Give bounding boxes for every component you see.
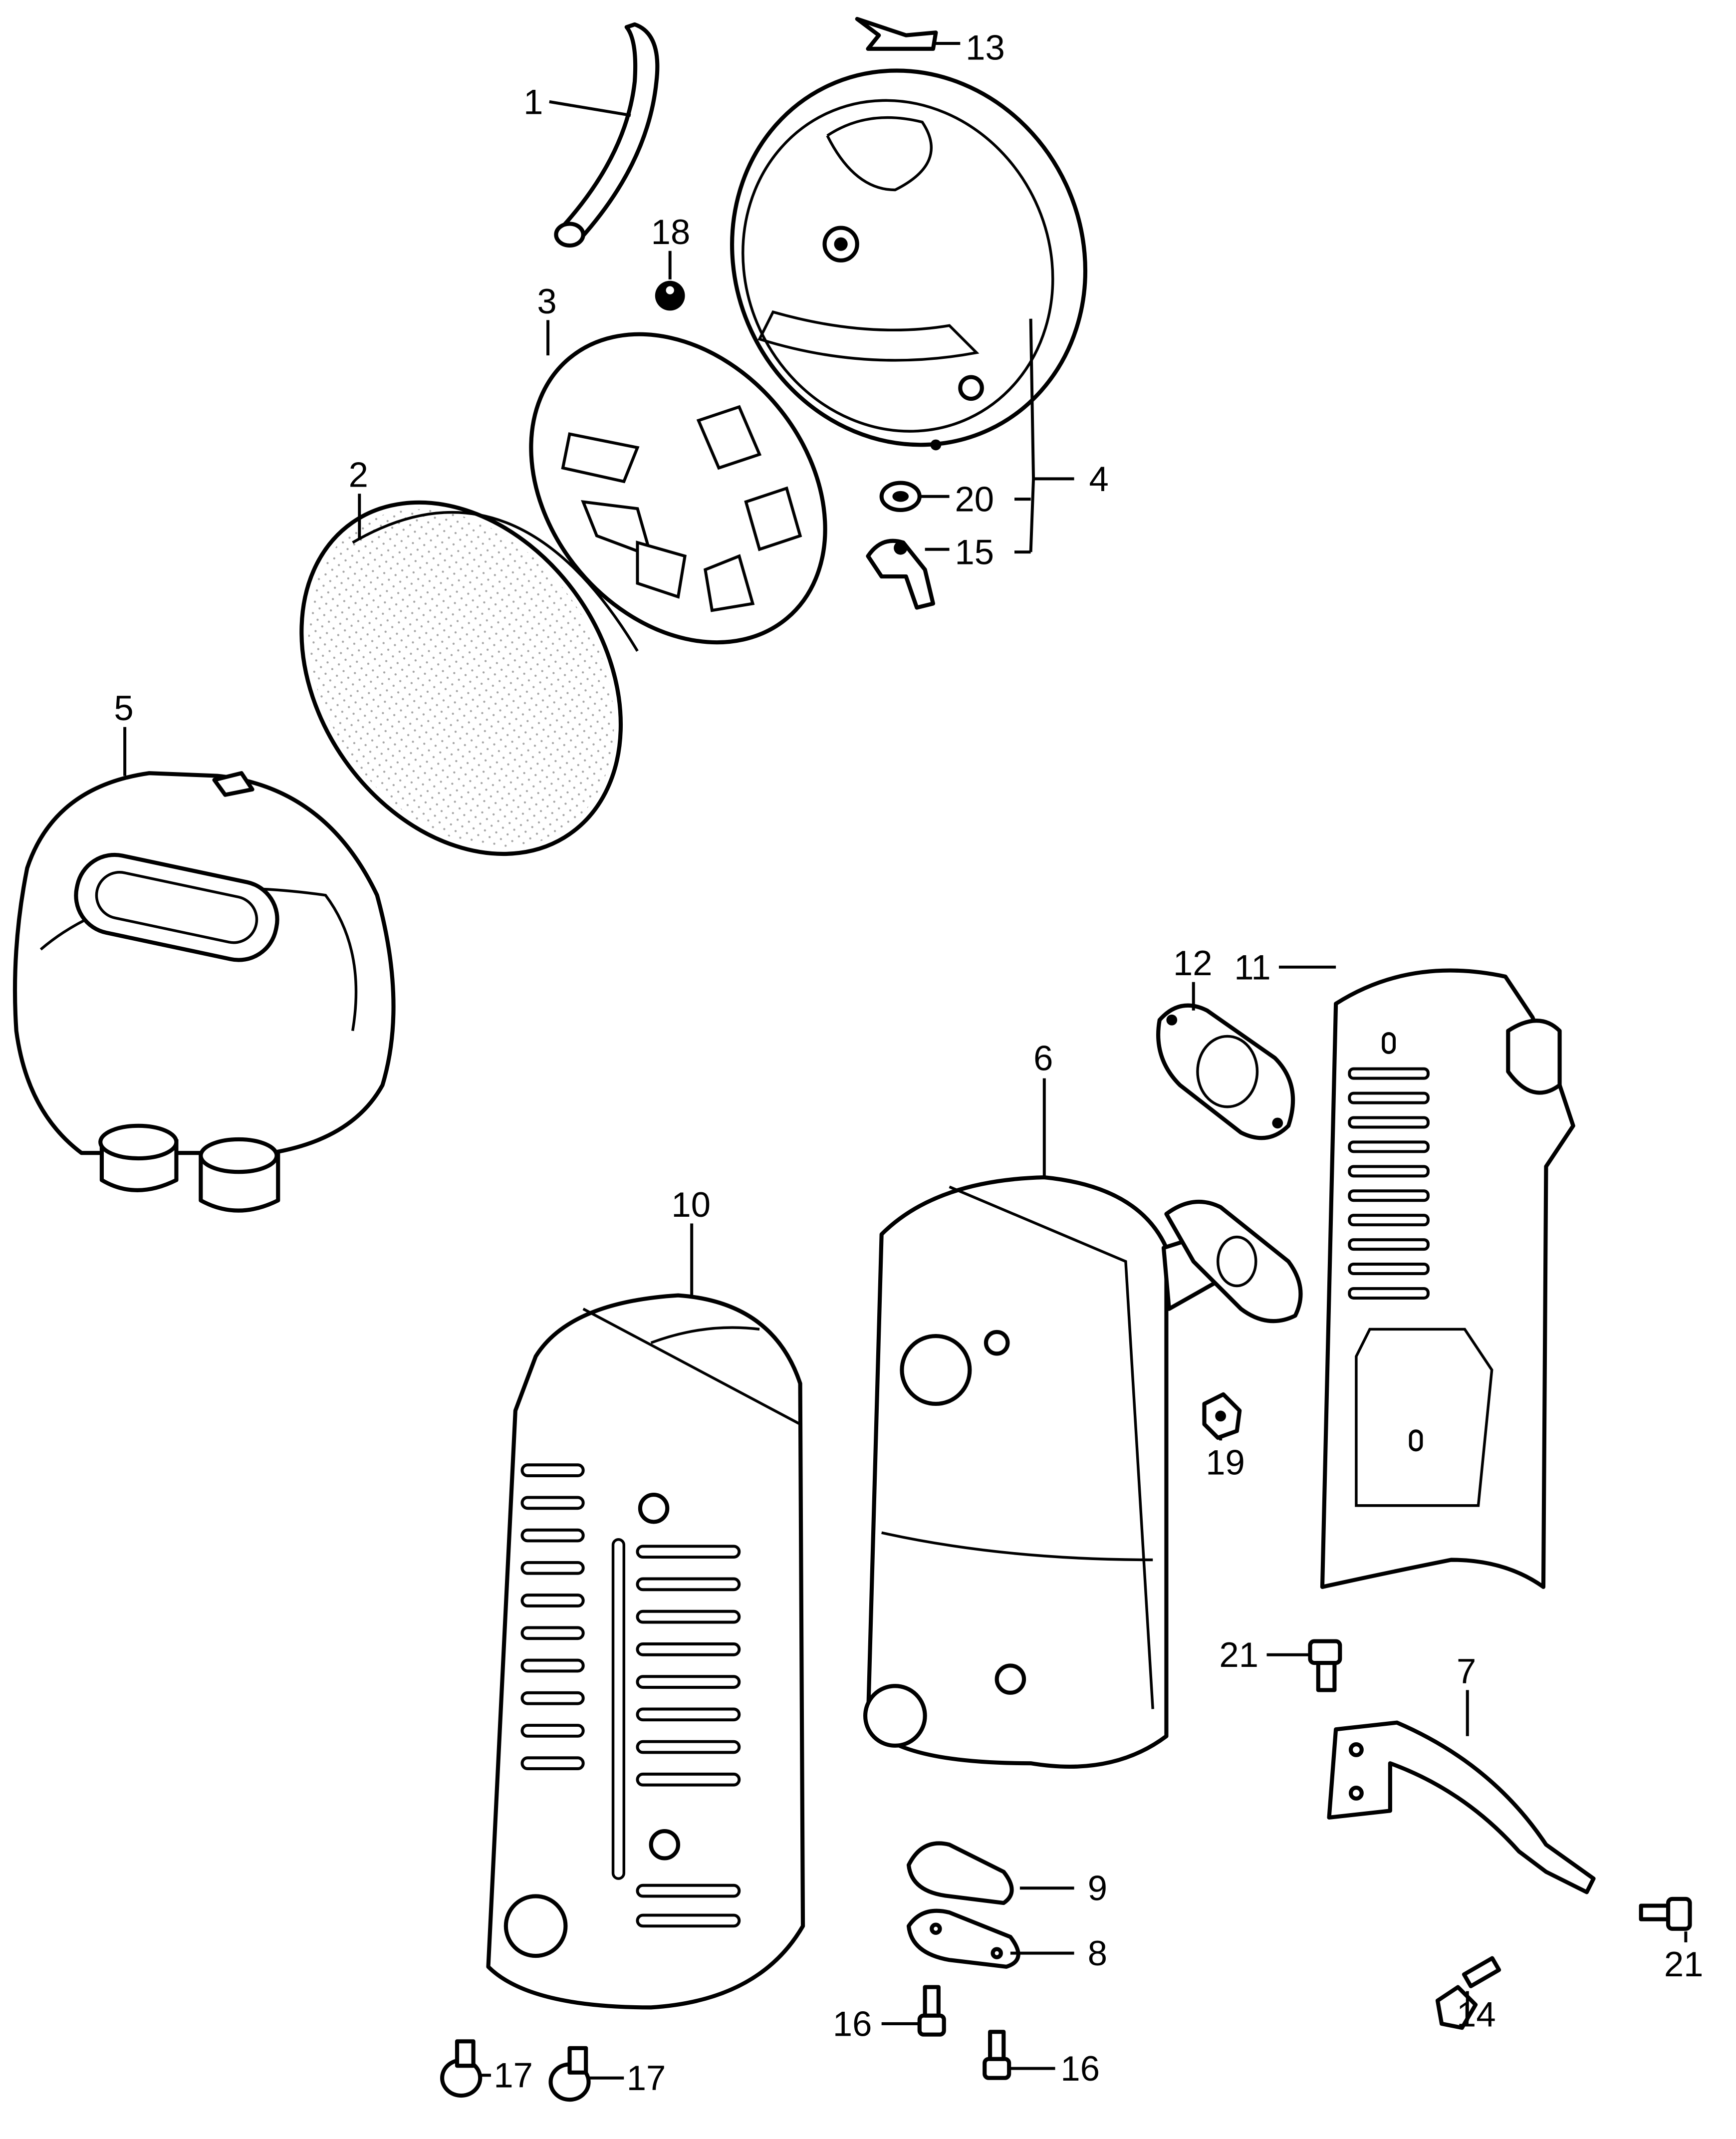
bolt-17-left <box>440 2039 483 2098</box>
bolt-21-lower <box>1639 1896 1692 1931</box>
bolt-21-upper <box>1308 1639 1342 1692</box>
callout-17-right: 17 <box>627 2058 666 2098</box>
part-18-grommet <box>655 280 685 311</box>
callout-16-right: 16 <box>1060 2049 1100 2088</box>
callout-6: 6 <box>1033 1038 1053 1077</box>
callout-1: 1 <box>523 82 543 121</box>
callout-11: 11 <box>1234 947 1270 987</box>
callout-18: 18 <box>651 212 691 252</box>
part-10-muffler-protector <box>486 1293 805 2010</box>
callout-7: 7 <box>1457 1651 1476 1691</box>
callout-10: 10 <box>671 1185 711 1224</box>
callout-21-lower: 21 <box>1664 1944 1704 1984</box>
callout-17-left: 17 <box>494 2056 533 2095</box>
part-5-cleaner-cover <box>12 771 396 1213</box>
callout-12: 12 <box>1173 943 1213 983</box>
part-19-nut <box>1202 1392 1242 1440</box>
part-2-filter-element <box>299 500 639 856</box>
callout-15: 15 <box>955 533 994 572</box>
callout-5: 5 <box>114 688 133 728</box>
part-12-gasket <box>1156 1003 1295 1140</box>
callout-13: 13 <box>966 28 1005 67</box>
part-11-heat-shield <box>1320 968 1575 1589</box>
callout-3: 3 <box>537 281 556 321</box>
part-7-bracket <box>1327 1720 1596 1894</box>
callout-9: 9 <box>1088 1869 1107 1908</box>
bolt-16-left <box>917 1985 946 2037</box>
callout-21-upper: 21 <box>1219 1635 1258 1674</box>
bolt-17-right <box>548 2046 591 2102</box>
callout-2: 2 <box>349 455 368 495</box>
shield-vents <box>1348 1067 1430 1300</box>
part-13-arrow <box>855 16 938 51</box>
protector-vents <box>520 1463 741 1928</box>
part-15-wing-nut <box>866 538 936 610</box>
part-9-joint <box>906 1841 1014 1905</box>
part-4-cleaner-case <box>730 68 1088 451</box>
callout-4: 4 <box>1089 459 1109 499</box>
part-8-plate <box>906 1908 1020 1969</box>
part-20-washer <box>879 481 922 512</box>
callout-labels: 1 13 18 3 2 4 20 15 5 12 11 6 10 19 21 7… <box>114 28 1703 2098</box>
callout-16-left: 16 <box>833 2004 872 2043</box>
part-1-tube <box>554 22 660 248</box>
part-3-filter-plate <box>529 332 827 645</box>
callout-14: 14 <box>1457 1994 1496 2034</box>
callout-19: 19 <box>1206 1442 1245 1482</box>
part-6-muffler <box>863 1175 1303 1769</box>
callout-20: 20 <box>955 480 994 519</box>
callout-8: 8 <box>1088 1933 1107 1973</box>
bolt-16-right <box>983 2030 1011 2080</box>
leader-lines <box>123 41 1688 2080</box>
